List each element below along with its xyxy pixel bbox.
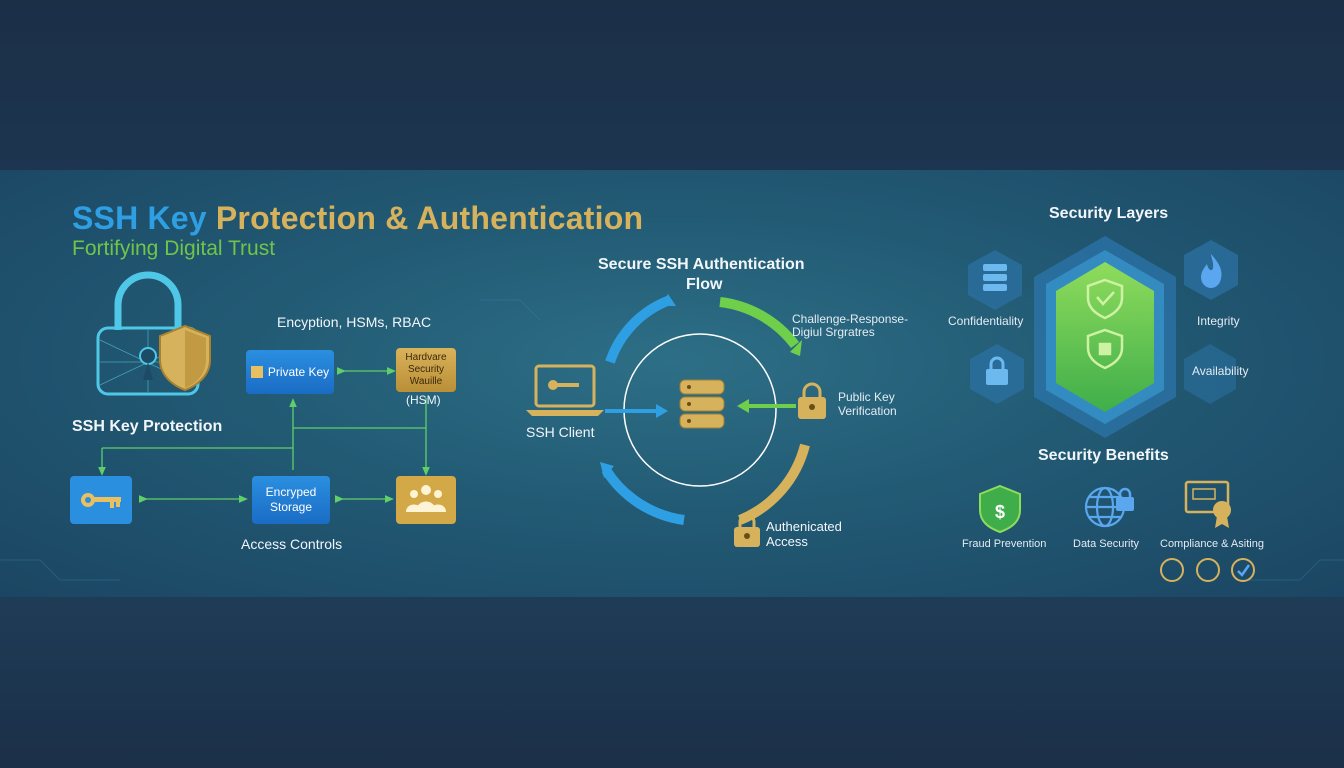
authenticated-line1: Authenicated bbox=[766, 519, 842, 534]
encrypted-storage-line2: Storage bbox=[269, 500, 313, 514]
public-key-padlock-icon bbox=[798, 382, 826, 419]
top-background-band bbox=[0, 0, 1344, 170]
confidentiality-hex bbox=[968, 250, 1022, 310]
shield-check-icon bbox=[1086, 278, 1124, 320]
security-layers-hexagon bbox=[1034, 236, 1176, 438]
security-benefits-title: Security Benefits bbox=[1038, 447, 1169, 464]
page-subtitle: Fortifying Digital Trust bbox=[72, 237, 276, 260]
users-box bbox=[396, 476, 456, 524]
hsm-caption: (HSM) bbox=[406, 393, 441, 407]
hsm-box: Hardvare Security Wauille bbox=[396, 348, 456, 392]
authenticated-line2: Access bbox=[766, 534, 808, 549]
circuit-decoration bbox=[0, 299, 1344, 581]
access-control-connectors bbox=[98, 367, 430, 503]
confidentiality-label: Confidentiality bbox=[948, 314, 1024, 328]
padlock-shield-icon bbox=[96, 271, 211, 396]
ssh-client-label: SSH Client bbox=[526, 424, 595, 440]
encrypted-storage-box: Encryped Storage bbox=[252, 476, 330, 524]
hsm-box-label: Hardvare Security Wauille bbox=[405, 352, 447, 387]
private-key-box: Private Key bbox=[246, 350, 334, 394]
shield-lock-icon bbox=[1086, 328, 1124, 370]
arc-bottom-left bbox=[601, 467, 685, 525]
availability-label: Availability bbox=[1192, 364, 1249, 378]
data-security-lock-icon bbox=[1116, 487, 1134, 511]
fraud-prevention-label: Fraud Prevention bbox=[962, 538, 1047, 550]
encrypted-storage-line1: Encryped bbox=[265, 485, 317, 499]
encryption-label: Encyption, HSMs, RBAC bbox=[277, 314, 432, 330]
svg-text:$: $ bbox=[995, 502, 1005, 522]
flow-title-line1: Secure SSH Authentication bbox=[598, 256, 805, 273]
compliance-certificate-icon bbox=[1184, 480, 1231, 528]
security-layers-title: Security Layers bbox=[1049, 205, 1169, 222]
laptop-key-icon bbox=[526, 364, 604, 416]
server-mini-icon bbox=[250, 366, 263, 378]
data-security-label: Data Security bbox=[1073, 538, 1140, 550]
arc-top-right bbox=[719, 297, 799, 349]
compliance-badges bbox=[1160, 558, 1255, 582]
authenticated-padlock-icon bbox=[734, 513, 760, 547]
integrity-label: Integrity bbox=[1197, 314, 1240, 328]
fraud-prevention-shield-icon: $ bbox=[979, 484, 1021, 534]
title-part-blue: SSH Key bbox=[72, 200, 207, 236]
access-controls-label: Access Controls bbox=[241, 536, 343, 552]
flow-title-line2: Flow bbox=[686, 276, 723, 293]
compliance-label: Compliance & Asiting bbox=[1160, 538, 1264, 550]
database-server-icon bbox=[679, 379, 725, 429]
page-title: SSH Key Protection & Authentication bbox=[72, 200, 643, 237]
arc-bottom-right bbox=[738, 443, 810, 525]
padlock-hex bbox=[970, 344, 1024, 404]
bottom-background-band bbox=[0, 597, 1344, 768]
challenge-response-line2: Digiul Srgratres bbox=[792, 325, 875, 339]
private-key-label: Private Key bbox=[267, 365, 330, 379]
public-key-line2: Verification bbox=[838, 404, 897, 418]
challenge-response-line1: Challenge-Response- bbox=[792, 312, 909, 326]
availability-hex bbox=[1184, 344, 1236, 404]
integrity-hex bbox=[1184, 240, 1238, 300]
title-part-gold: Protection & Authentication bbox=[215, 200, 644, 236]
public-key-line1: Public Key bbox=[838, 390, 895, 404]
arc-top-left bbox=[605, 295, 672, 364]
ssh-key-protection-label: SSH Key Protection bbox=[72, 418, 223, 435]
users-icon bbox=[406, 485, 446, 512]
